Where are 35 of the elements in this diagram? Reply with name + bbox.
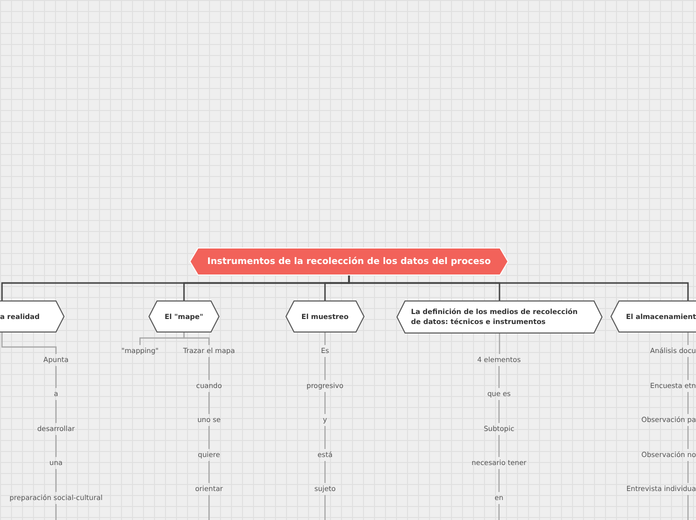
topic-hexagon: [149, 301, 219, 332]
connector-line: [208, 426, 210, 449]
connector-line: [1, 332, 57, 354]
connector-line: [324, 426, 326, 449]
connector-line: [498, 333, 500, 354]
connector-line: [55, 366, 57, 388]
connector-line: [687, 461, 689, 483]
connector-line: [687, 357, 689, 380]
connector-line: [348, 275, 689, 301]
connector-line: [324, 392, 326, 414]
connector-line: [208, 357, 210, 380]
connector-line: [498, 435, 500, 457]
connector-line: [687, 392, 689, 414]
connector-line: [324, 495, 326, 520]
connector-line: [208, 461, 210, 483]
connector-line: [687, 426, 689, 449]
connector-line: [687, 332, 689, 345]
connector-line: [498, 366, 500, 388]
connector-line: [55, 504, 57, 520]
connector-line: [55, 435, 57, 457]
connector-line: [498, 400, 500, 423]
connector-line: [55, 400, 57, 423]
connector-line: [324, 461, 326, 483]
topic-hexagon: [286, 301, 364, 332]
connector-line: [498, 504, 500, 520]
connector-line: [208, 495, 210, 520]
connector-line: [324, 357, 326, 380]
topic-hexagon: [397, 301, 602, 333]
connector-line: [687, 495, 689, 520]
connector-line: [324, 332, 326, 345]
connector-line: [498, 469, 500, 492]
connector-line: [183, 332, 210, 345]
connector-line: [208, 392, 210, 414]
connector-line: [55, 469, 57, 492]
topic-label: Instrumentos de la recolección de los datos del proceso: [207, 256, 491, 266]
